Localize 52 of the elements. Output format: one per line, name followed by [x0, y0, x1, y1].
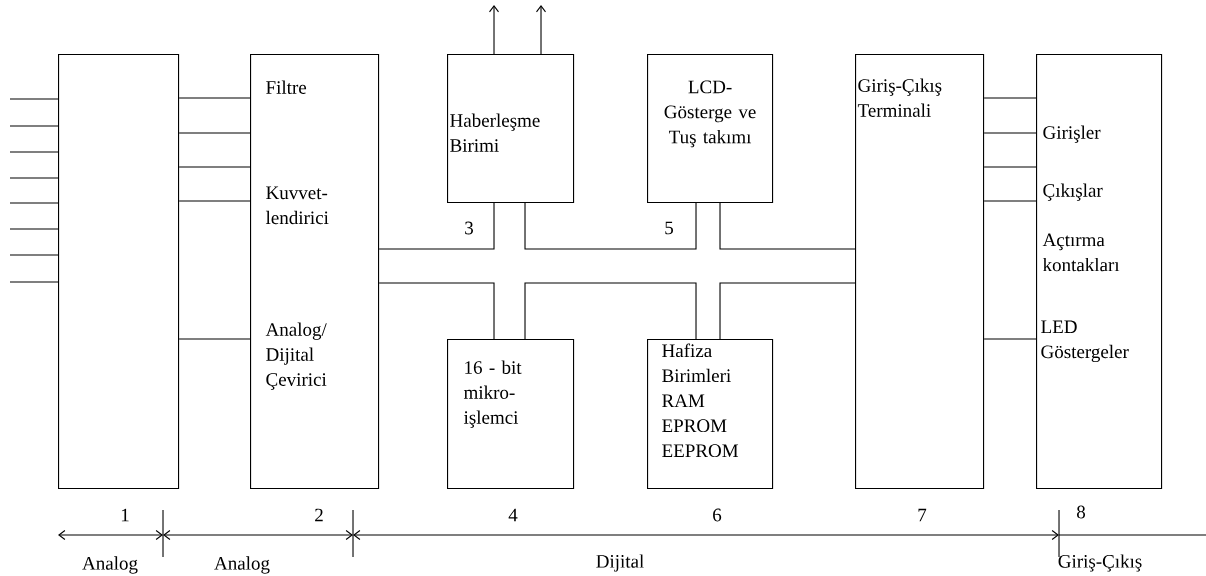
region-label: Analog — [214, 556, 270, 574]
connection-line — [983, 166, 1037, 168]
node-label: Çıkışlar — [1043, 183, 1103, 201]
bus-line — [378, 202, 495, 250]
node-label: Filtre — [266, 80, 307, 94]
node-label: Girişler — [1043, 125, 1101, 143]
block-number: 6 — [713, 508, 722, 522]
block-box: Girişler Çıkışlar Açtırma kontakları LED Göstergeler — [1036, 54, 1163, 490]
connection-line — [178, 97, 251, 99]
connection-line — [178, 166, 251, 168]
bus-line — [719, 282, 856, 340]
connection-line — [9, 254, 59, 256]
bus-line — [719, 202, 856, 250]
bus-line — [378, 282, 495, 340]
connection-line — [9, 202, 59, 204]
connection-line — [178, 132, 251, 134]
connection-line — [9, 177, 59, 179]
connection-line — [983, 132, 1037, 134]
block-number: 8 — [1077, 505, 1086, 519]
block-number: 2 — [315, 508, 323, 522]
output-arrow — [535, 5, 547, 55]
connection-line — [983, 338, 1037, 340]
connection-line — [9, 228, 59, 230]
connection-line — [9, 281, 59, 283]
connection-line — [983, 200, 1037, 202]
region-label: Dijital — [596, 554, 644, 572]
region-label: Analog — [82, 556, 138, 574]
block-number: 4 — [508, 508, 518, 522]
region-label: Giriş-Çıkış — [1058, 554, 1142, 572]
node-label: Açtırma kontakları — [1042, 233, 1120, 272]
node-label: LED Göstergeler — [1041, 320, 1129, 363]
block-number: 7 — [918, 508, 927, 522]
block-box: Haberleşme Birimi — [447, 54, 575, 204]
block-box: 16 - bit mikro- işlemci — [447, 339, 575, 490]
node-label: Analog/ Dijital Çevirici — [265, 322, 327, 390]
block-box: Giriş-Çıkış Terminali — [855, 54, 985, 490]
block-number: 5 — [665, 221, 673, 235]
connection-line — [9, 98, 59, 100]
connection-line — [178, 338, 251, 340]
connection-line — [9, 151, 59, 153]
bus-line — [524, 282, 697, 340]
block-number: 1 — [121, 508, 129, 522]
block-number: 3 — [465, 221, 473, 235]
connection-line — [9, 125, 59, 127]
connection-line — [983, 97, 1037, 99]
output-arrow — [488, 5, 500, 55]
node-label: Kuvvet- lendirici — [265, 186, 329, 225]
block-box: Hafiza Birimleri RAM EPROM EEPROM — [647, 339, 774, 490]
block-box: LCD- Gösterge ve Tuş takımı — [647, 54, 774, 204]
block-box: Filtre Kuvvet- lendirici Analog/ Dijital Çevirici — [250, 54, 380, 490]
connection-line — [178, 200, 251, 202]
bus-line — [524, 202, 697, 250]
